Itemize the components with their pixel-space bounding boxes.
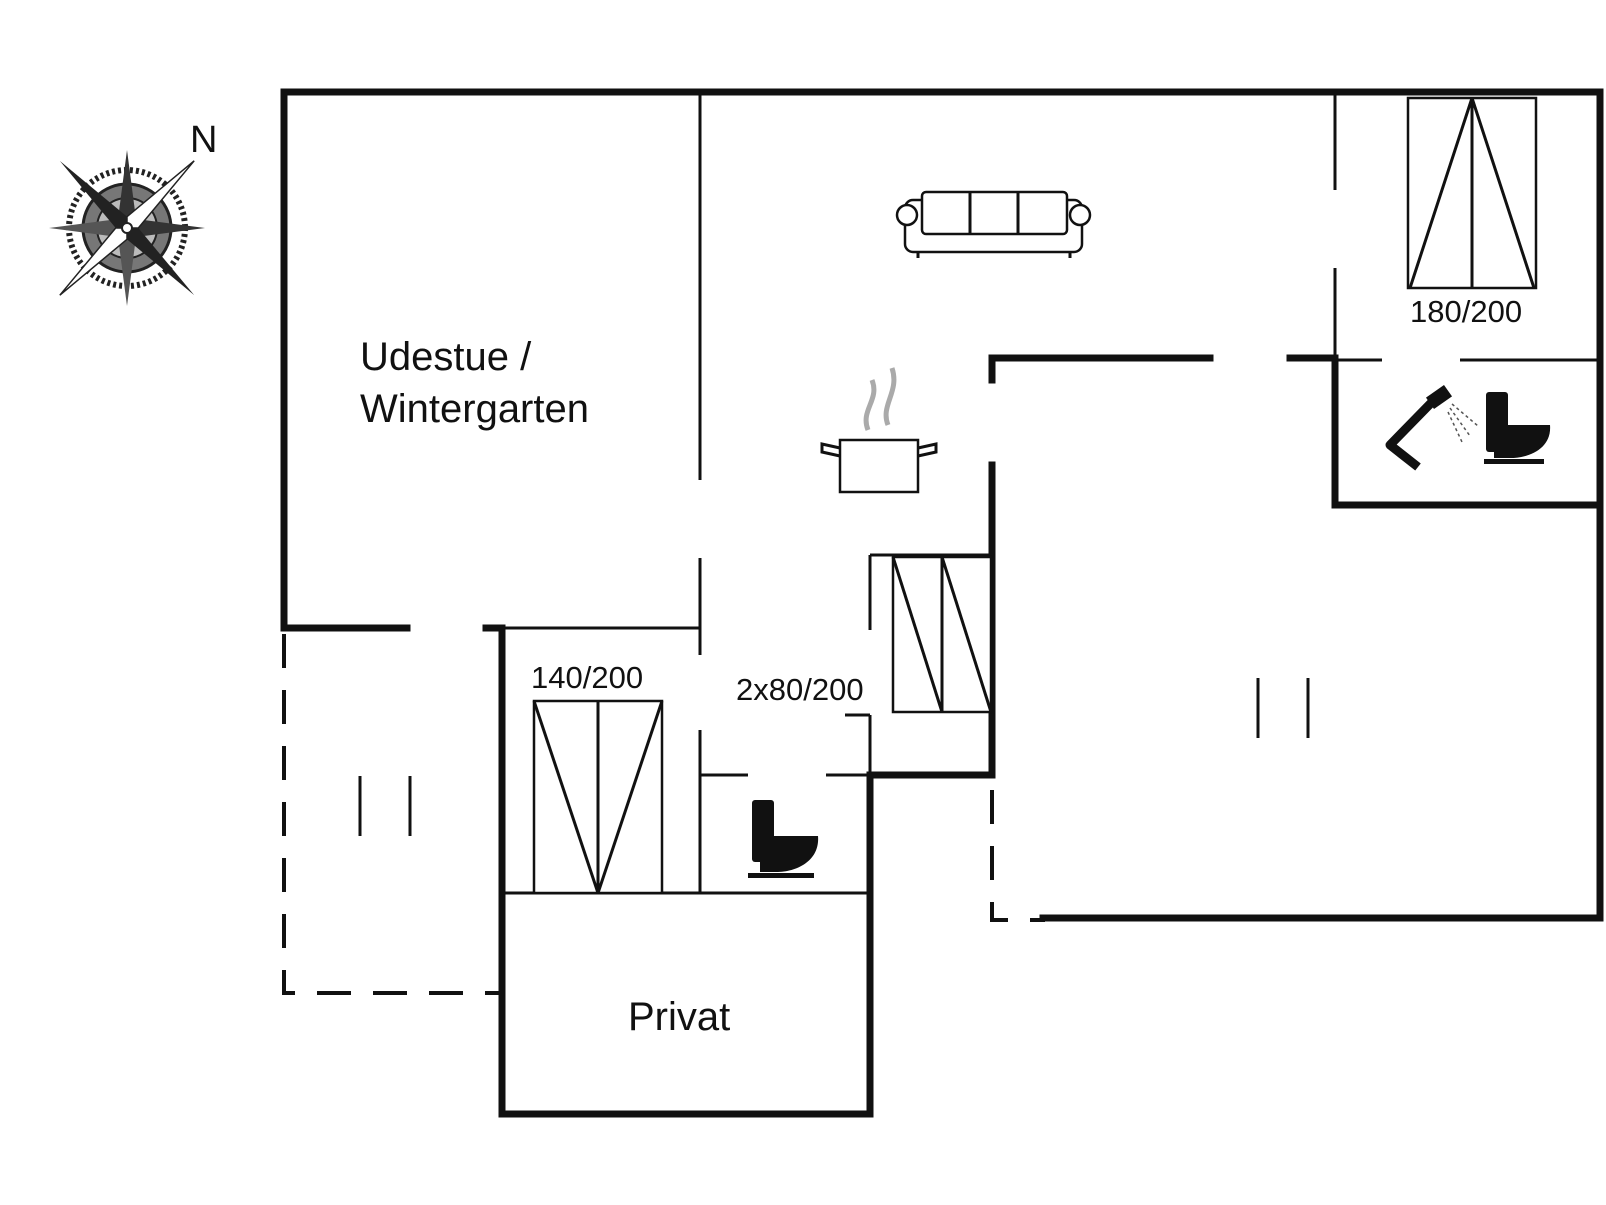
terrace-outlines xyxy=(282,634,1045,995)
toilet-icon xyxy=(748,800,819,878)
sofa-icon xyxy=(895,190,1092,258)
compass-rose-icon xyxy=(49,150,205,306)
bed-size-label: 2x80/200 xyxy=(736,672,864,707)
walls xyxy=(280,88,1604,1118)
room-label-private: Privat xyxy=(628,995,730,1039)
room-label-sunroom: Wintergarten xyxy=(360,387,589,431)
shower-icon xyxy=(1385,384,1479,471)
room-label-sunroom: Udestue / xyxy=(360,335,532,379)
bed-icon xyxy=(1406,96,1538,290)
cooking-pot-icon xyxy=(820,367,938,494)
bed-size-label: 180/200 xyxy=(1410,294,1522,329)
step-marks xyxy=(358,678,1310,836)
toilet-icon xyxy=(1484,392,1551,464)
bed-size-label: 140/200 xyxy=(531,660,643,695)
compass-north-label: N xyxy=(190,119,217,161)
bed-icon xyxy=(532,699,664,895)
bed-icon xyxy=(891,555,993,714)
